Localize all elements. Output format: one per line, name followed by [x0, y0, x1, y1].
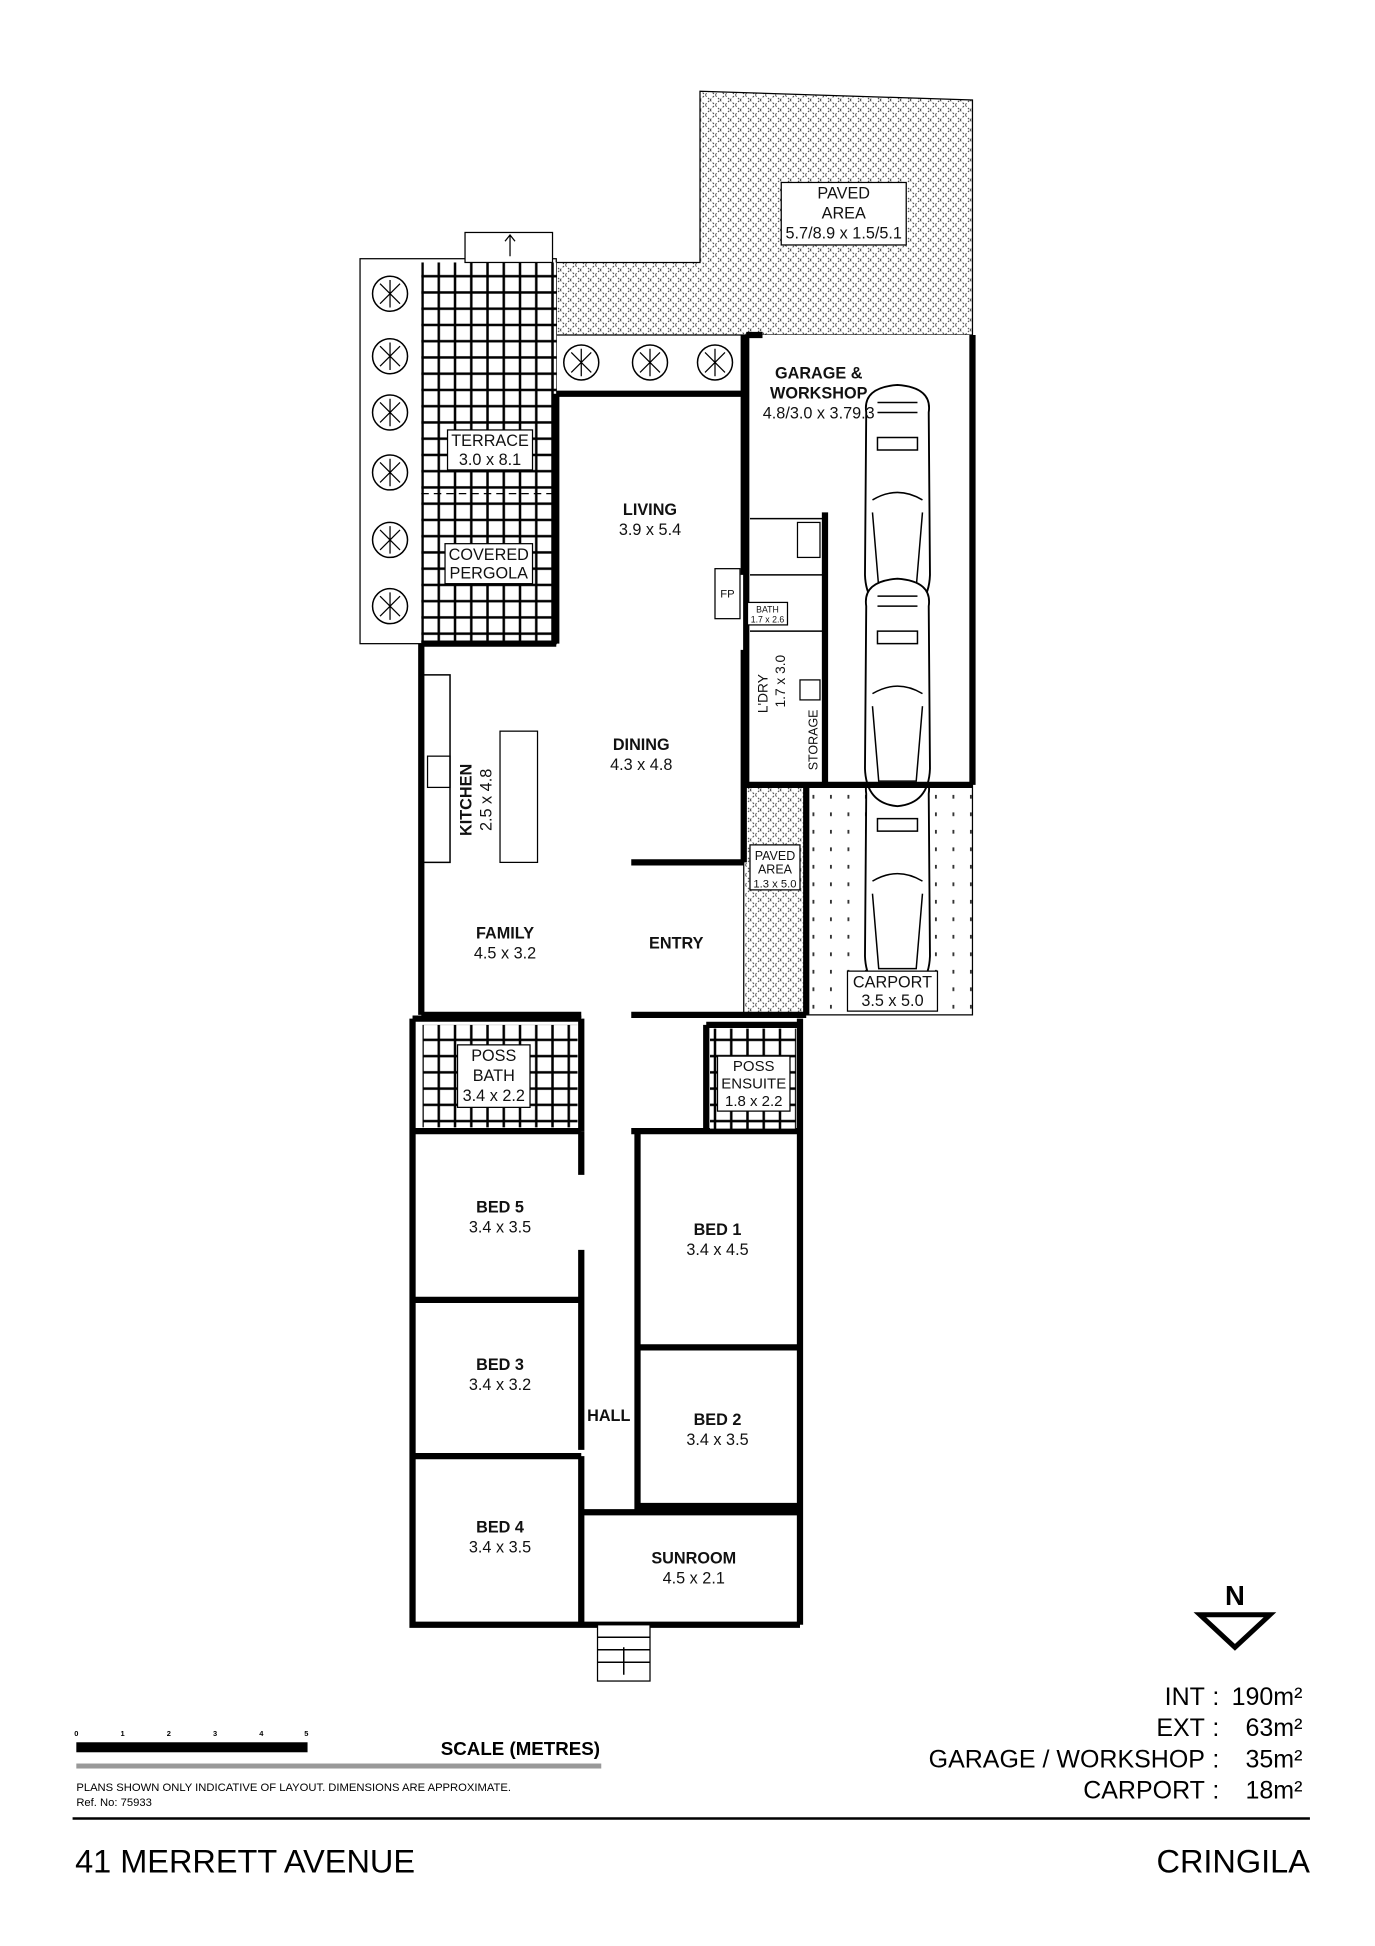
svg-text:4: 4: [259, 1729, 264, 1738]
svg-text:3.4 x 3.5: 3.4 x 3.5: [469, 1538, 531, 1556]
svg-text:3.4 x 3.2: 3.4 x 3.2: [469, 1376, 531, 1394]
svg-text:3.4 x 4.5: 3.4 x 4.5: [686, 1241, 748, 1259]
svg-text:BED 4: BED 4: [476, 1518, 524, 1536]
svg-text:3.4 x 3.5: 3.4 x 3.5: [469, 1218, 531, 1236]
svg-text:FAMILY: FAMILY: [476, 925, 534, 943]
svg-text:TERRACE: TERRACE: [451, 432, 529, 450]
terrace: TERRACE 3.0 x 8.1 COVERED PERGOLA: [359, 231, 734, 645]
svg-text:STORAGE: STORAGE: [806, 709, 820, 770]
svg-text:N: N: [1225, 1580, 1245, 1611]
svg-text:4.8/3.0 x 3.79.3: 4.8/3.0 x 3.79.3: [763, 405, 875, 423]
svg-text:GARAGE &: GARAGE &: [775, 365, 863, 383]
svg-text::: :: [1212, 1714, 1219, 1742]
svg-text:190m²: 190m²: [1232, 1683, 1303, 1711]
scale-bar: 0 1 2 3 4 5 SCALE (METRES) PLANS SHOWN ONLY…: [74, 1729, 602, 1809]
svg-text:3: 3: [213, 1729, 217, 1738]
svg-text:BED 1: BED 1: [694, 1221, 742, 1239]
svg-text:BED 3: BED 3: [476, 1356, 524, 1374]
svg-text:AREA: AREA: [822, 205, 866, 223]
svg-text:35m²: 35m²: [1245, 1745, 1302, 1773]
address: 41 MERRETT AVENUE: [75, 1843, 415, 1879]
svg-text:PAVED: PAVED: [755, 849, 795, 863]
svg-text:3.5 x 5.0: 3.5 x 5.0: [861, 992, 923, 1010]
svg-text:AREA: AREA: [758, 863, 793, 877]
svg-text:3.9 x 5.4: 3.9 x 5.4: [619, 521, 681, 539]
svg-text:2.5 x 4.8: 2.5 x 4.8: [477, 769, 495, 831]
svg-text::: :: [1212, 1777, 1219, 1805]
svg-text:L'DRY: L'DRY: [755, 674, 770, 713]
svg-text:2: 2: [167, 1729, 171, 1738]
carport: CARPORT 3.5 x 5.0 PAVED AREA 1.3 x 5.0: [743, 765, 974, 1016]
svg-text:INT: INT: [1165, 1683, 1205, 1711]
svg-text:18m²: 18m²: [1245, 1777, 1302, 1805]
svg-text:CARPORT: CARPORT: [1083, 1777, 1205, 1805]
svg-text:PAVED: PAVED: [817, 185, 870, 203]
svg-text:WORKSHOP: WORKSHOP: [770, 385, 868, 403]
svg-text:POSS: POSS: [733, 1058, 775, 1075]
svg-text:EXT: EXT: [1156, 1714, 1205, 1742]
svg-text:4.3 x 4.8: 4.3 x 4.8: [610, 756, 672, 774]
svg-text:POSS: POSS: [471, 1047, 516, 1065]
svg-text:CARPORT: CARPORT: [853, 973, 932, 991]
svg-text:SUNROOM: SUNROOM: [651, 1550, 736, 1568]
svg-text:5: 5: [304, 1729, 308, 1738]
svg-text:1.3 x 5.0: 1.3 x 5.0: [753, 878, 796, 890]
svg-text:63m²: 63m²: [1245, 1714, 1302, 1742]
svg-text:4.5 x 2.1: 4.5 x 2.1: [663, 1570, 725, 1588]
svg-text:GARAGE / WORKSHOP: GARAGE / WORKSHOP: [929, 1745, 1205, 1773]
svg-text:4.5 x 3.2: 4.5 x 3.2: [474, 945, 536, 963]
svg-text:1: 1: [120, 1729, 124, 1738]
svg-text:FP: FP: [720, 588, 734, 600]
svg-text:COVERED: COVERED: [449, 546, 529, 564]
svg-text:BED 5: BED 5: [476, 1198, 524, 1216]
area-summary: INT : 190m² EXT : 63m² GARAGE / WORKSHOP…: [929, 1683, 1303, 1805]
svg-text:BATH: BATH: [756, 604, 779, 614]
room-labels: LIVING 3.9 x 5.4 DINING 4.3 x 4.8 KITCHE…: [456, 501, 791, 1588]
svg-text::: :: [1212, 1683, 1219, 1711]
garage-workshop: GARAGE & WORKSHOP 4.8/3.0 x 3.79.3 BATH …: [743, 331, 976, 808]
svg-text:5.7/8.9 x 1.5/5.1: 5.7/8.9 x 1.5/5.1: [786, 225, 902, 243]
svg-text::: :: [1212, 1745, 1219, 1773]
svg-text:ENTRY: ENTRY: [649, 935, 704, 953]
svg-text:KITCHEN: KITCHEN: [457, 764, 475, 836]
svg-text:PLANS SHOWN ONLY INDICATIVE OF: PLANS SHOWN ONLY INDICATIVE OF LAYOUT. D…: [76, 1782, 511, 1794]
svg-text:PERGOLA: PERGOLA: [450, 565, 529, 583]
svg-text:DINING: DINING: [613, 736, 670, 754]
north-arrow-icon: N: [1193, 1580, 1277, 1651]
svg-text:1.7 x 2.6: 1.7 x 2.6: [751, 614, 785, 624]
svg-text:HALL: HALL: [587, 1407, 630, 1425]
svg-text:LIVING: LIVING: [623, 501, 677, 519]
svg-text:0: 0: [74, 1729, 78, 1738]
svg-text:BATH: BATH: [473, 1067, 515, 1085]
paved-area-top: PAVED AREA 5.7/8.9 x 1.5/5.1: [555, 90, 974, 336]
svg-text:BED 2: BED 2: [694, 1411, 742, 1429]
svg-text:ENSUITE: ENSUITE: [721, 1076, 786, 1093]
svg-text:3.4 x 3.5: 3.4 x 3.5: [686, 1431, 748, 1449]
svg-text:Ref. No: 75933: Ref. No: 75933: [76, 1797, 152, 1809]
svg-text:1.7 x 3.0: 1.7 x 3.0: [773, 654, 788, 707]
svg-text:SCALE (METRES): SCALE (METRES): [441, 1738, 600, 1759]
suburb: CRINGILA: [1156, 1843, 1310, 1879]
svg-text:3.4 x 2.2: 3.4 x 2.2: [463, 1087, 525, 1105]
svg-text:1.8 x 2.2: 1.8 x 2.2: [725, 1093, 782, 1110]
svg-text:3.0 x 8.1: 3.0 x 8.1: [459, 451, 521, 469]
